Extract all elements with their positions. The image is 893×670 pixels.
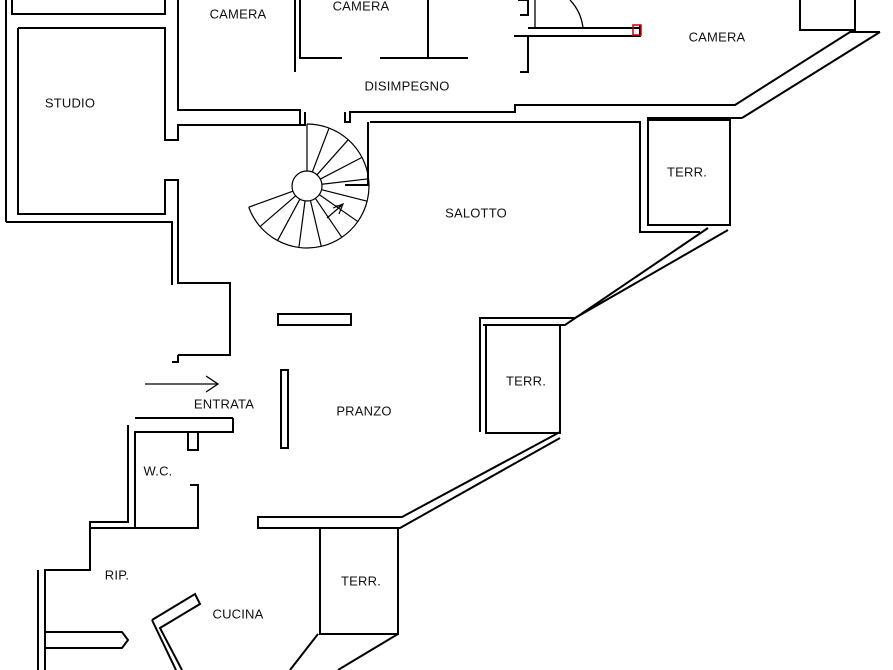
terrazzo-3-box xyxy=(319,527,399,635)
room-label-salotto: SALOTTO xyxy=(445,205,507,221)
door-swing-icon xyxy=(534,0,584,29)
studio-walls xyxy=(18,27,306,141)
room-label-camera-1: CAMERA xyxy=(209,6,267,22)
entry-arrow-icon xyxy=(145,375,220,393)
room-label-studio: STUDIO xyxy=(44,95,96,111)
room-label-entrata: ENTRATA xyxy=(193,396,255,412)
room-label-disimpegno: DISIMPEGNO xyxy=(364,78,450,94)
marker-icon xyxy=(632,24,642,36)
room-label-wc: W.C. xyxy=(143,463,173,479)
room-label-terrazzo-3: TERR. xyxy=(341,573,381,589)
room-label-terrazzo-1: TERR. xyxy=(667,164,707,180)
walls xyxy=(5,0,881,670)
room-label-pranzo: PRANZO xyxy=(336,403,392,419)
room-label-cucina: CUCINA xyxy=(212,606,264,622)
room-label-terrazzo-2: TERR. xyxy=(506,373,546,389)
room-label-ripostiglio: RIP. xyxy=(104,567,130,583)
spiral-staircase xyxy=(248,123,370,249)
terrazzo-2-box xyxy=(485,324,561,434)
room-label-camera-2: CAMERA xyxy=(332,0,390,14)
room-label-camera-3: CAMERA xyxy=(688,29,746,45)
terrazzo-1-box xyxy=(647,119,731,226)
